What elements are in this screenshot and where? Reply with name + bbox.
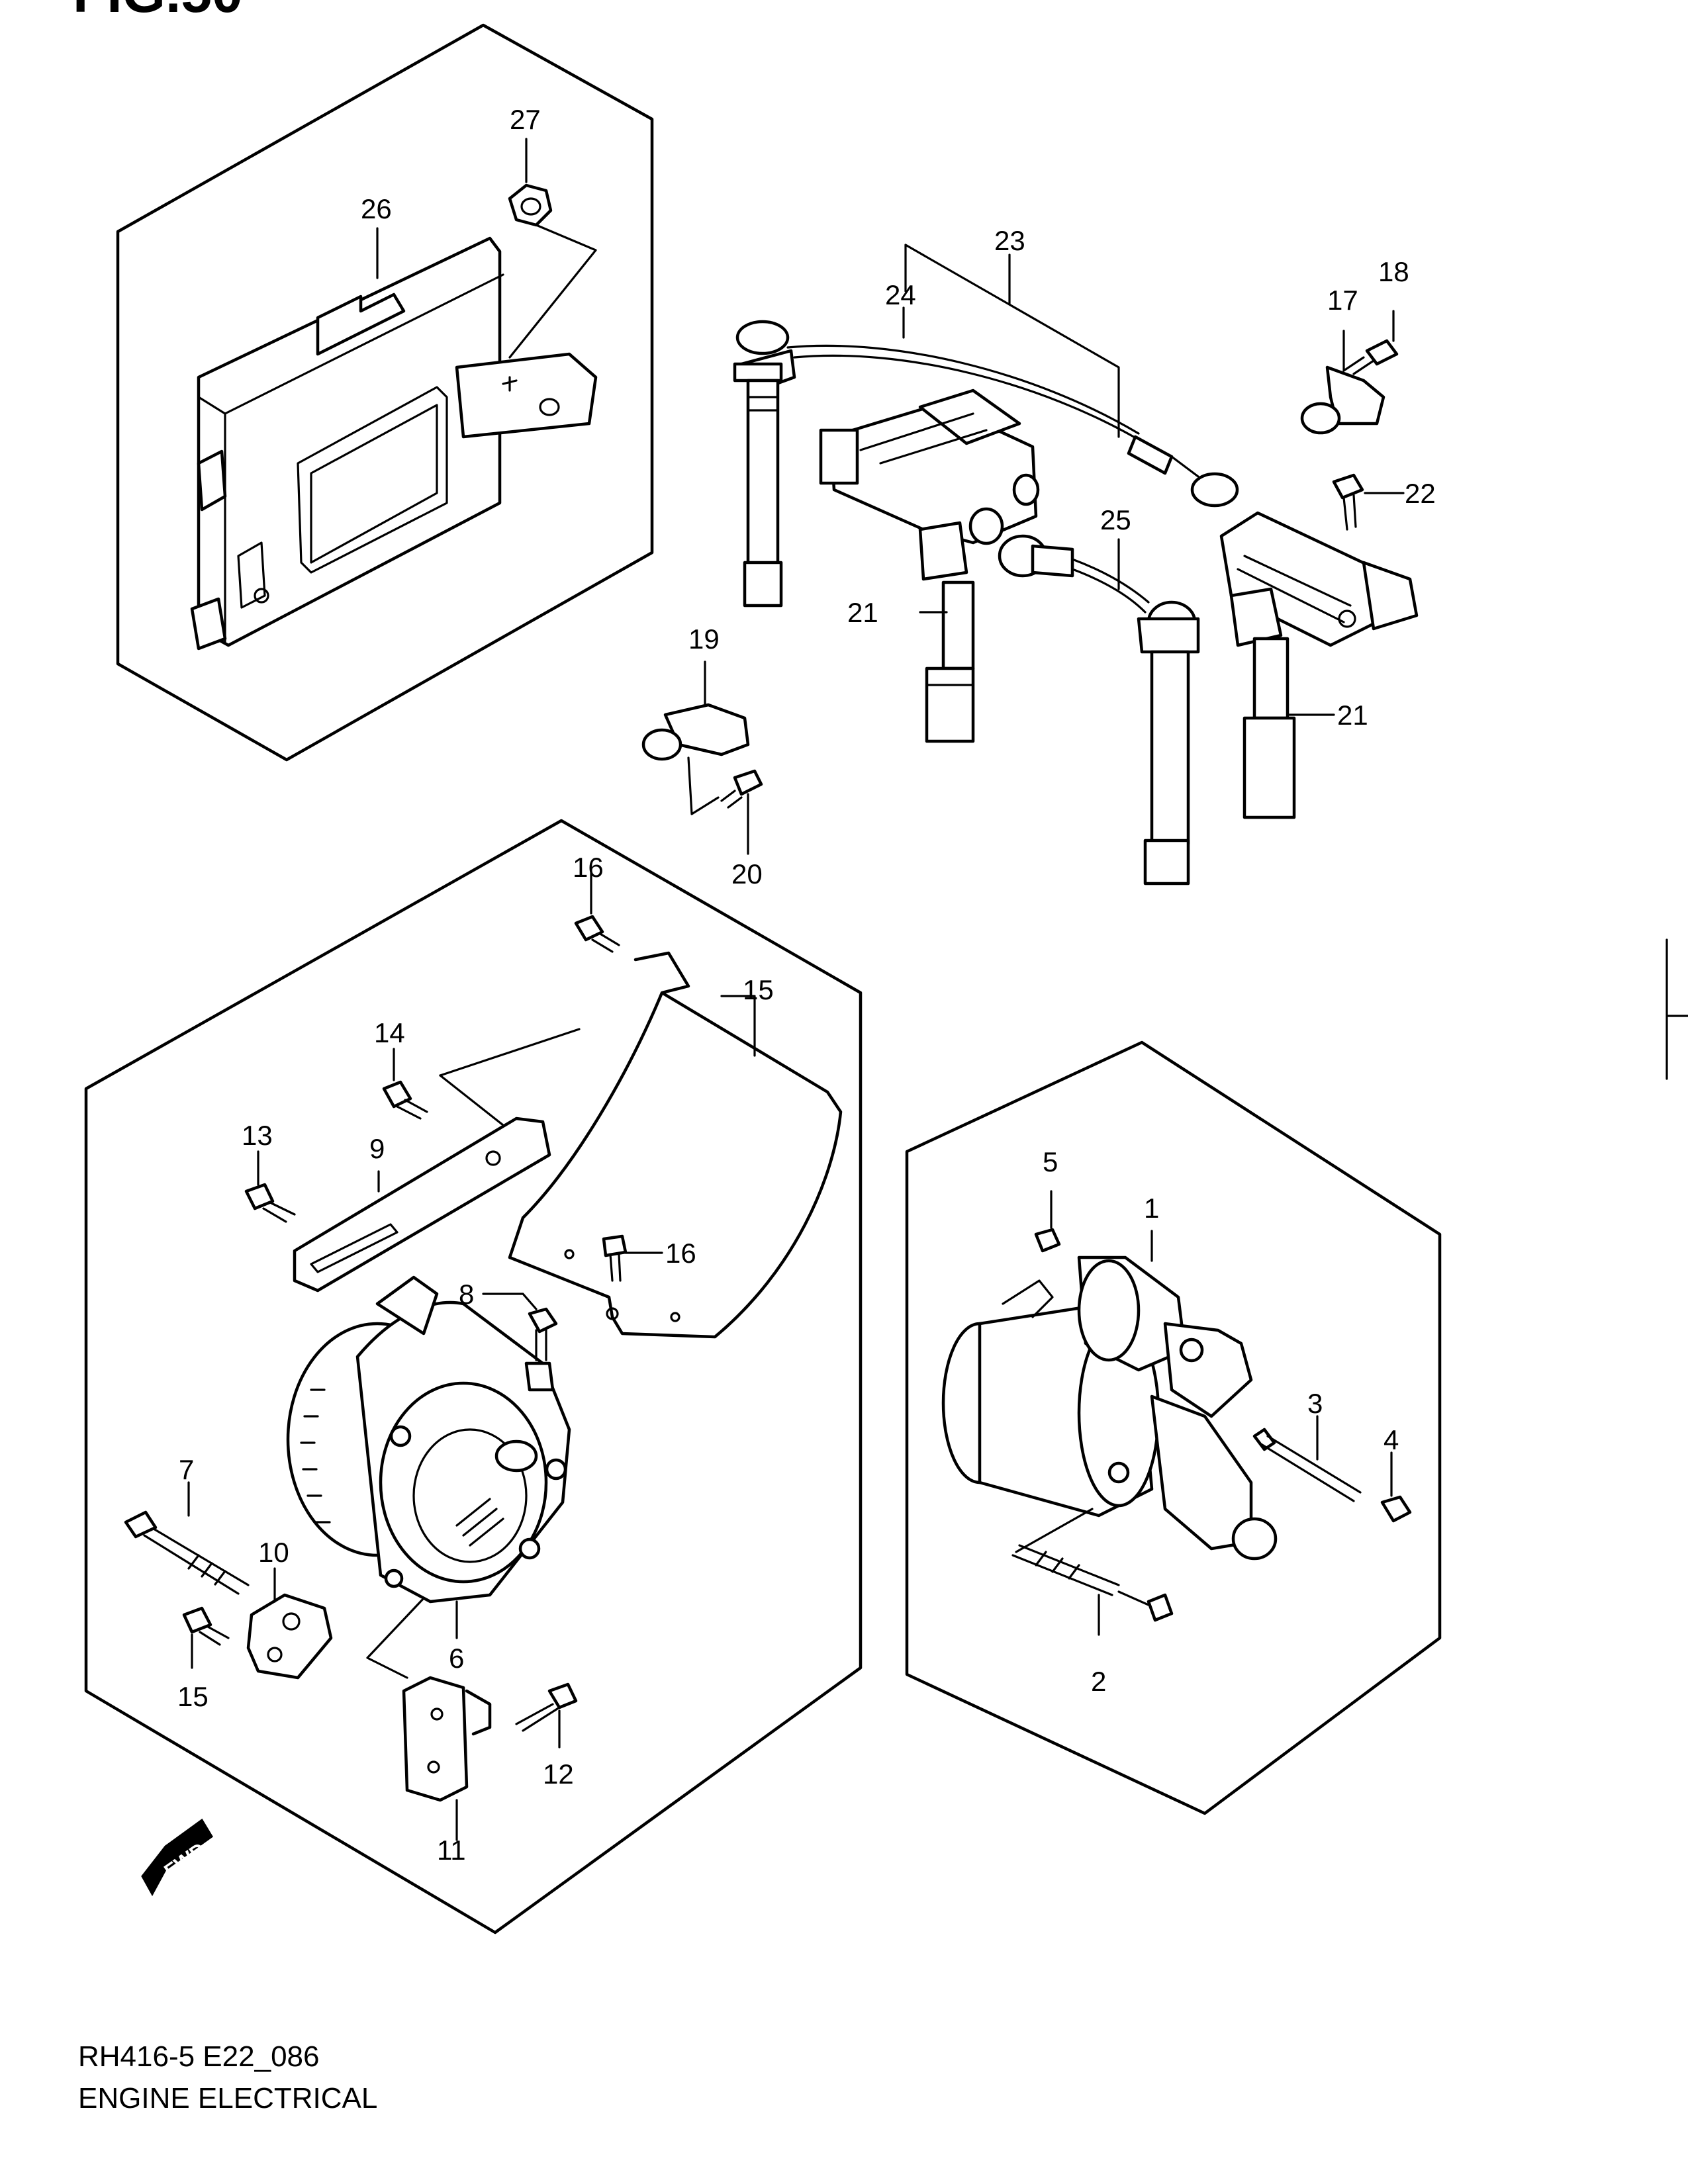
callout-15-top: 15	[743, 974, 774, 1005]
coil-bolt-22[interactable]	[1332, 473, 1405, 531]
figure-header: FIG.50	[73, 0, 243, 24]
callout-4: 4	[1383, 1424, 1399, 1455]
callout-26: 26	[361, 193, 392, 224]
footer-code: RH416-5 E22_086	[78, 2040, 319, 2073]
callout-21-right: 21	[1337, 700, 1368, 731]
callout-23: 23	[994, 225, 1025, 256]
starter-nut-4[interactable]	[1380, 1451, 1412, 1523]
page-edge-mark	[1665, 938, 1688, 1080]
bolt-15-lower[interactable]	[182, 1606, 230, 1669]
camshaft-position-sensor[interactable]	[1300, 330, 1385, 435]
callout-12: 12	[543, 1758, 574, 1790]
alternator-shield[interactable]	[508, 951, 843, 1339]
ecm-group-panel	[116, 23, 654, 762]
callout-7: 7	[179, 1454, 194, 1485]
leader-15-top	[720, 995, 756, 1057]
callout-13: 13	[242, 1120, 273, 1151]
ecm-control-module[interactable]	[190, 236, 598, 651]
callout-6: 6	[449, 1643, 464, 1674]
starter-motor[interactable]	[941, 1230, 1278, 1561]
crankshaft-position-sensor[interactable]	[641, 660, 750, 761]
callout-25: 25	[1100, 504, 1131, 535]
callout-14: 14	[374, 1017, 405, 1048]
callout-16-mid: 16	[665, 1238, 696, 1269]
leader-14-a	[439, 1028, 581, 1077]
alternator-group-panel	[84, 819, 863, 1934]
starter-bolt-2[interactable]	[1011, 1544, 1174, 1636]
callout-8: 8	[459, 1279, 474, 1310]
callout-18: 18	[1378, 256, 1409, 287]
leader-23-24	[904, 244, 1120, 438]
arm-bolt-13[interactable]	[244, 1150, 296, 1223]
bracket-10[interactable]	[246, 1567, 333, 1680]
adjusting-bolt-14[interactable]	[382, 1048, 428, 1120]
adjusting-arm-9[interactable]	[293, 1116, 551, 1293]
callout-1: 1	[1144, 1193, 1159, 1224]
callout-20: 20	[731, 858, 763, 889]
callout-16-top: 16	[573, 852, 604, 883]
alternator[interactable]	[286, 1275, 571, 1604]
callout-24: 24	[885, 279, 916, 310]
callout-11: 11	[437, 1835, 466, 1866]
sensor-bolt-20[interactable]	[687, 756, 763, 855]
footer-title: ENGINE ELECTRICAL	[78, 2082, 377, 2115]
callout-10: 10	[258, 1537, 289, 1568]
alternator-bracket-bolt-16-mid[interactable]	[602, 1234, 663, 1282]
leader-27	[508, 224, 597, 359]
spark-plug-wire-left[interactable]	[733, 320, 1239, 608]
ecm-nut[interactable]	[508, 183, 553, 227]
fwd-arrow: FWD	[141, 1818, 213, 1897]
callout-9: 9	[369, 1133, 385, 1164]
alternator-bracket-bolt-16-top[interactable]	[574, 871, 620, 953]
callout-5: 5	[1043, 1146, 1058, 1177]
starter-stud-3[interactable]	[1252, 1415, 1362, 1502]
sensor-bolt-18[interactable]	[1342, 310, 1399, 375]
spark-plug-wire-right[interactable]	[998, 534, 1200, 886]
callout-22: 22	[1405, 478, 1436, 509]
bolt-12[interactable]	[515, 1682, 578, 1749]
callout-17: 17	[1327, 285, 1358, 316]
leader-2-b	[1015, 1508, 1094, 1553]
leader-14-b	[439, 1074, 504, 1126]
bracket-11[interactable]	[402, 1676, 492, 1841]
starter-nut-5[interactable]	[1034, 1190, 1061, 1253]
callout-19: 19	[688, 623, 720, 655]
ignition-coil-right[interactable]	[1219, 511, 1419, 819]
nut-8[interactable]	[482, 1293, 558, 1334]
pivot-bolt-7[interactable]	[124, 1481, 250, 1595]
callout-27: 27	[510, 104, 541, 135]
starter-group-panel	[905, 1040, 1442, 1815]
leader-6	[366, 1597, 425, 1679]
ignition-coil-center[interactable]	[819, 388, 1040, 743]
callout-21-left: 21	[847, 597, 878, 628]
callout-3: 3	[1307, 1388, 1323, 1419]
callout-2: 2	[1091, 1666, 1106, 1697]
callout-15-lower: 15	[177, 1681, 209, 1712]
